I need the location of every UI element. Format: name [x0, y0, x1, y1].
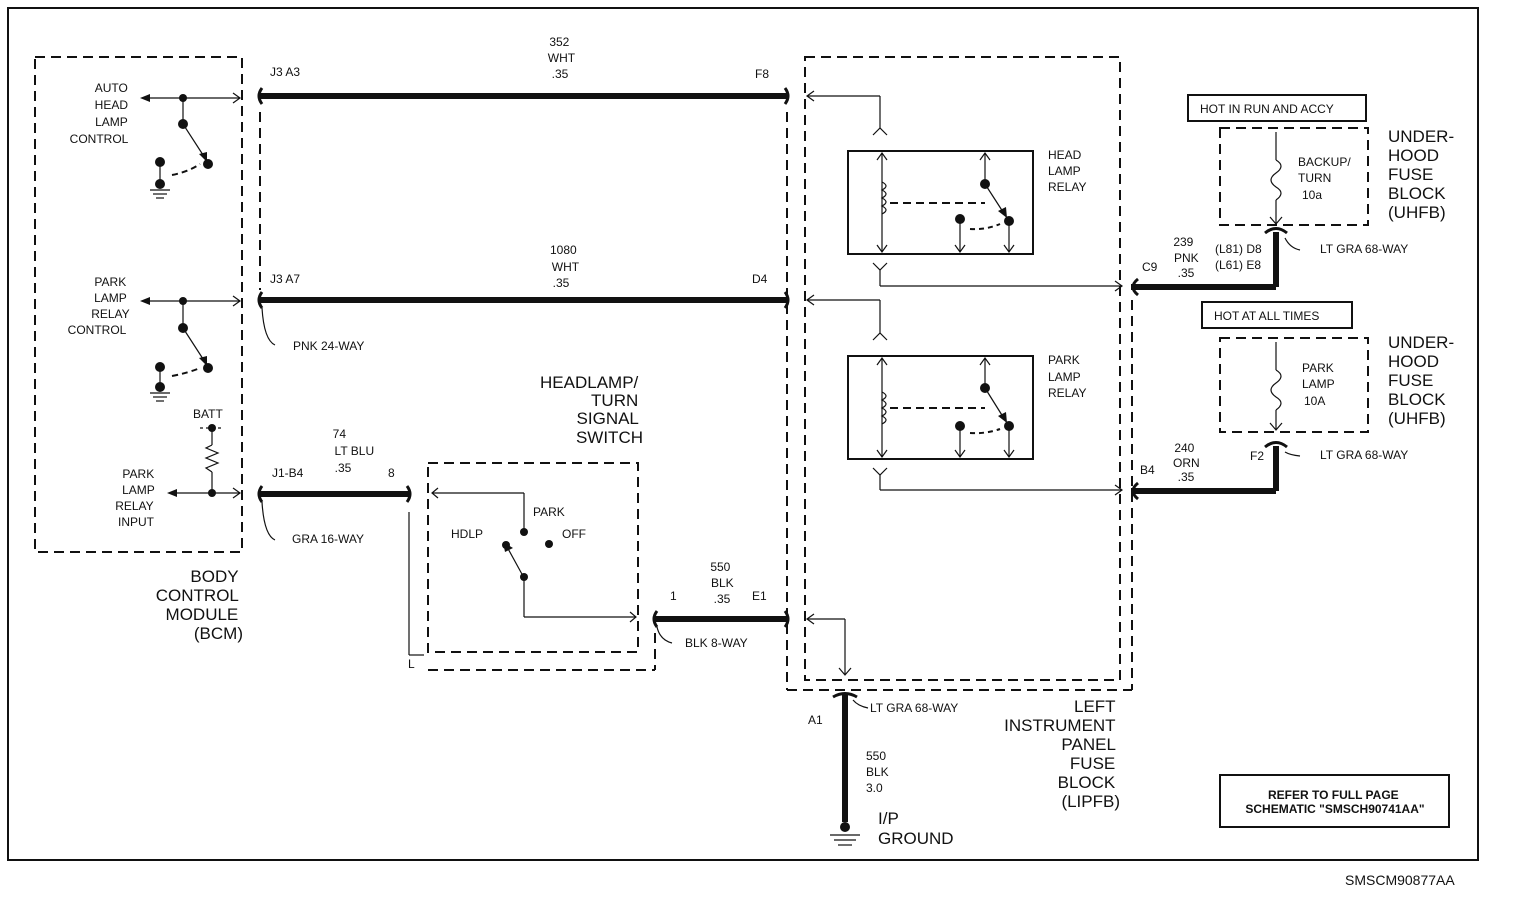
- auto-head-label: AUTO HEAD LAMP CONTROL: [70, 81, 132, 146]
- hot-all-label: HOT AT ALL TIMES: [1214, 309, 1319, 323]
- lipfb-box: [804, 56, 1121, 681]
- f2-label: F2: [1250, 449, 1264, 463]
- wire-240: [1131, 441, 1301, 501]
- lipfb-name: LEFT INSTRUMENT PANEL FUSE BLOCK (LIPFB): [1004, 697, 1120, 811]
- ground-label: I/P GROUND: [878, 809, 954, 848]
- hot-all-box: [1201, 301, 1353, 329]
- wire-1080: [257, 291, 790, 346]
- wire-352-label: 352 WHT .35: [548, 35, 578, 81]
- c9-label: C9: [1142, 260, 1158, 274]
- wire-240-label: 240 ORN .35: [1173, 441, 1203, 484]
- lt-gra-68-mid-label: LT GRA 68-WAY: [1320, 448, 1408, 462]
- j1-8-label: 8: [388, 466, 395, 480]
- park-relay-input-label: PARK LAMP RELAY INPUT: [115, 467, 158, 529]
- headlamp-switch-box: [427, 462, 639, 653]
- f8-label: F8: [755, 67, 769, 81]
- park-lamp-relay: [847, 355, 1034, 460]
- uhfb-name-2: UNDER- HOOD FUSE BLOCK (UHFB): [1388, 333, 1459, 428]
- bcm-box: [34, 56, 243, 553]
- park-relay-label: PARK LAMP RELAY: [1048, 353, 1086, 400]
- switch-park-label: PARK: [533, 505, 565, 519]
- d4-label: D4: [752, 272, 768, 286]
- head-lamp-relay: [847, 150, 1034, 255]
- uhfb-fuse1-box: [1219, 127, 1369, 226]
- gra16-label: GRA 16-WAY: [292, 532, 364, 546]
- wire-352: [257, 87, 790, 105]
- j1b4-label: J1-B4: [272, 466, 304, 480]
- uhfb-fuse2-box: [1219, 337, 1369, 433]
- wire-239-label: 239 PNK .35: [1173, 235, 1202, 280]
- headlamp-switch-contacts: [431, 487, 637, 623]
- head-relay-label: HEAD LAMP RELAY: [1048, 148, 1086, 194]
- fuse-park-lamp: [1269, 342, 1283, 431]
- lt-gra-68-bot-label: LT GRA 68-WAY: [870, 701, 958, 715]
- e1-label: E1: [752, 589, 767, 603]
- b4-label: B4: [1140, 463, 1155, 477]
- a1-label: A1: [808, 713, 823, 727]
- hot-run-box: [1187, 94, 1367, 122]
- auto-head-lamp-circuit: [140, 92, 242, 199]
- wire-550b-label: 550 BLK 3.0: [866, 749, 892, 795]
- wire-1080-label: 1080 WHT .35: [550, 243, 582, 290]
- lt-gra-68-top-label: LT GRA 68-WAY: [1320, 242, 1408, 256]
- fuse-backup-turn: [1269, 132, 1283, 225]
- blk8-label: BLK 8-WAY: [685, 636, 748, 650]
- diagram-frame: [7, 7, 1479, 861]
- wire-550a-label: 550 BLK .35: [710, 560, 737, 606]
- bcm-name: BODY CONTROL MODULE (BCM): [156, 567, 243, 643]
- doc-id: SMSCM90877AA: [1345, 872, 1455, 888]
- fuse1-label: BACKUP/ TURN 10a: [1298, 155, 1354, 202]
- sw-1-label: 1: [670, 589, 677, 603]
- lipfb-internal-wiring: [805, 90, 1124, 676]
- park-relay-control-circuit: [140, 295, 242, 402]
- j3a3-label: J3 A3: [270, 65, 300, 79]
- fuse2-label: PARK LAMP 10A: [1302, 361, 1338, 408]
- park-relay-input-circuit: [167, 424, 242, 499]
- pnk24-label: PNK 24-WAY: [293, 339, 364, 353]
- wire-74-label: 74 LT BLU .35: [333, 427, 378, 475]
- switch-hdlp-label: HDLP: [451, 527, 483, 541]
- wire-550-ground: [830, 692, 869, 846]
- j3a7-label: J3 A7: [270, 272, 300, 286]
- switch-off-label: OFF: [562, 527, 586, 541]
- wire-74: [257, 485, 424, 656]
- sw-l-label: L: [408, 657, 415, 671]
- refer-box: [1219, 774, 1450, 828]
- headlamp-switch-name: HEADLAMP/ TURN SIGNAL SWITCH: [540, 373, 643, 447]
- hot-run-label: HOT IN RUN AND ACCY: [1200, 102, 1334, 116]
- wire-550-small: [652, 610, 790, 644]
- refer-label: REFER TO FULL PAGE SCHEMATIC "SMSCH90741…: [1245, 788, 1424, 816]
- batt-label: BATT: [193, 407, 223, 421]
- park-relay-control-label: PARK LAMP RELAY CONTROL: [68, 275, 133, 337]
- d8-e8-label: (L81) D8 (L61) E8: [1215, 242, 1265, 272]
- wire-239: [1131, 227, 1301, 297]
- uhfb-name-1: UNDER- HOOD FUSE BLOCK (UHFB): [1388, 127, 1459, 222]
